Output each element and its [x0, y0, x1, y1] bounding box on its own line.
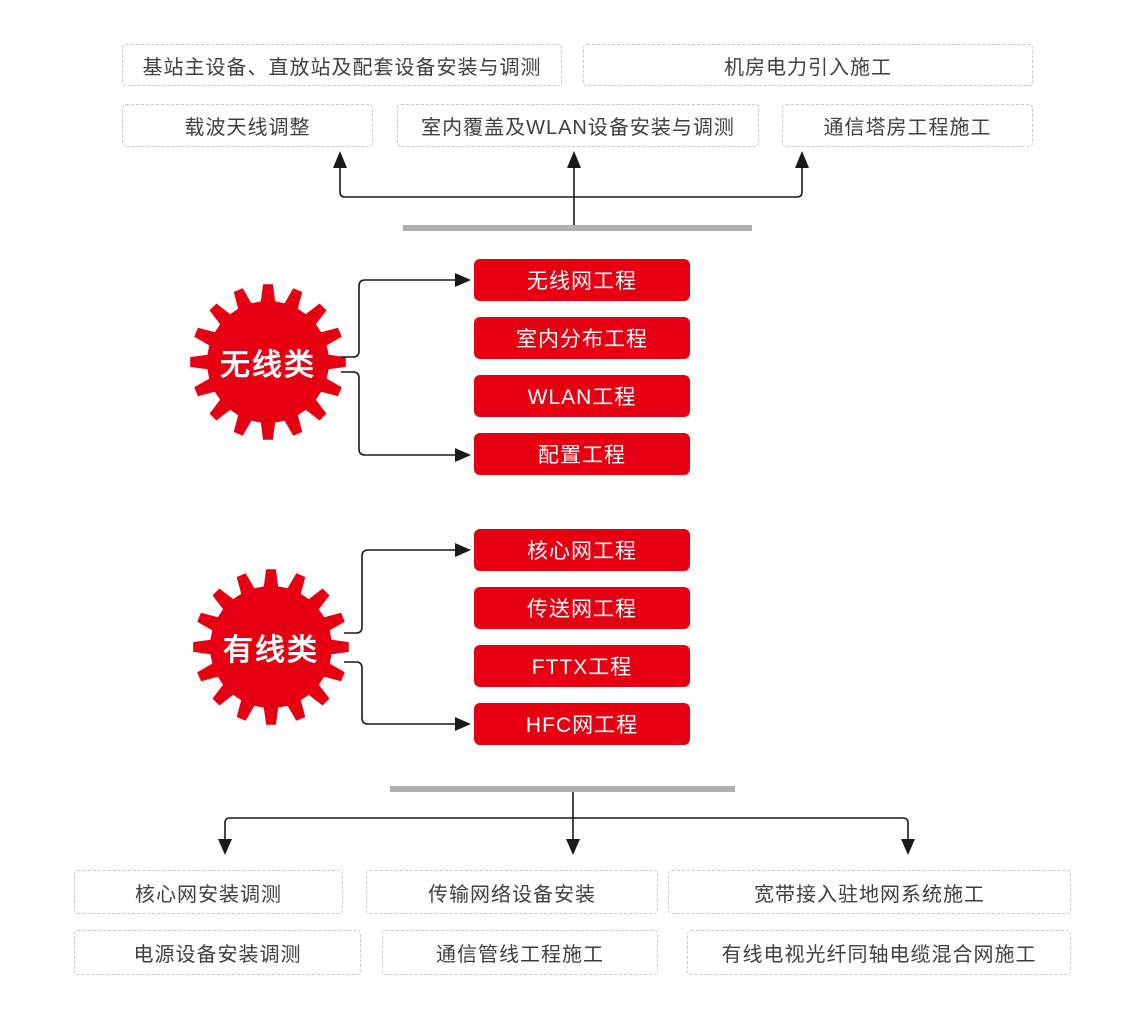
arrowhead-up-center: [567, 151, 581, 168]
arrowhead-down-left: [218, 839, 232, 855]
task-box-tower-room: 通信塔房工程施工: [782, 104, 1033, 147]
task-box-transport-install: 传输网络设备安装: [366, 870, 658, 914]
divider-bar-bottom: [390, 786, 735, 792]
task-box-broadband-access: 宽带接入驻地网系统施工: [668, 870, 1071, 914]
arrowhead-down-center: [566, 839, 580, 855]
wired-item-0: 核心网工程: [474, 529, 690, 571]
arrowhead-right-wired-bottom: [455, 717, 471, 731]
wireless-item-0: 无线网工程: [474, 259, 690, 301]
wireless-connector-top: [341, 279, 456, 358]
wireless-item-3: 配置工程: [474, 433, 690, 475]
top-branch-line: [339, 166, 803, 198]
task-box-base-station-equipment: 基站主设备、直放站及配套设备安装与调测: [122, 44, 562, 86]
wireless-connector-bottom: [341, 371, 456, 456]
arrowhead-right-wireless-top: [455, 273, 471, 287]
gear-icon-wired: [193, 569, 349, 725]
wireless-item-2: WLAN工程: [474, 375, 690, 417]
task-box-core-install: 核心网安装调测: [74, 870, 343, 914]
arrowhead-right-wired-top: [455, 543, 471, 557]
task-box-power-intro: 机房电力引入施工: [583, 44, 1033, 86]
arrowhead-down-right: [901, 839, 915, 855]
task-box-pipeline: 通信管线工程施工: [382, 930, 658, 975]
wired-connector-top: [344, 549, 456, 634]
task-box-carrier-antenna: 载波天线调整: [122, 104, 373, 147]
wired-item-3: HFC网工程: [474, 703, 690, 745]
task-box-indoor-wlan: 室内覆盖及WLAN设备安装与调测: [397, 104, 759, 147]
bottom-branch-line: [224, 817, 909, 840]
wired-item-1: 传送网工程: [474, 587, 690, 629]
wireless-item-1: 室内分布工程: [474, 317, 690, 359]
task-box-power-equipment: 电源设备安装调测: [74, 930, 361, 975]
gear-icon-wireless: [190, 284, 346, 440]
wired-item-2: FTTX工程: [474, 645, 690, 687]
task-box-catv-hfc: 有线电视光纤同轴电缆混合网施工: [687, 930, 1071, 975]
divider-bar-top: [403, 225, 752, 231]
arrowhead-right-wireless-bottom: [455, 448, 471, 462]
arrowhead-up-left: [333, 151, 347, 168]
arrowhead-up-right: [795, 151, 809, 168]
wired-connector-bottom: [344, 661, 456, 725]
